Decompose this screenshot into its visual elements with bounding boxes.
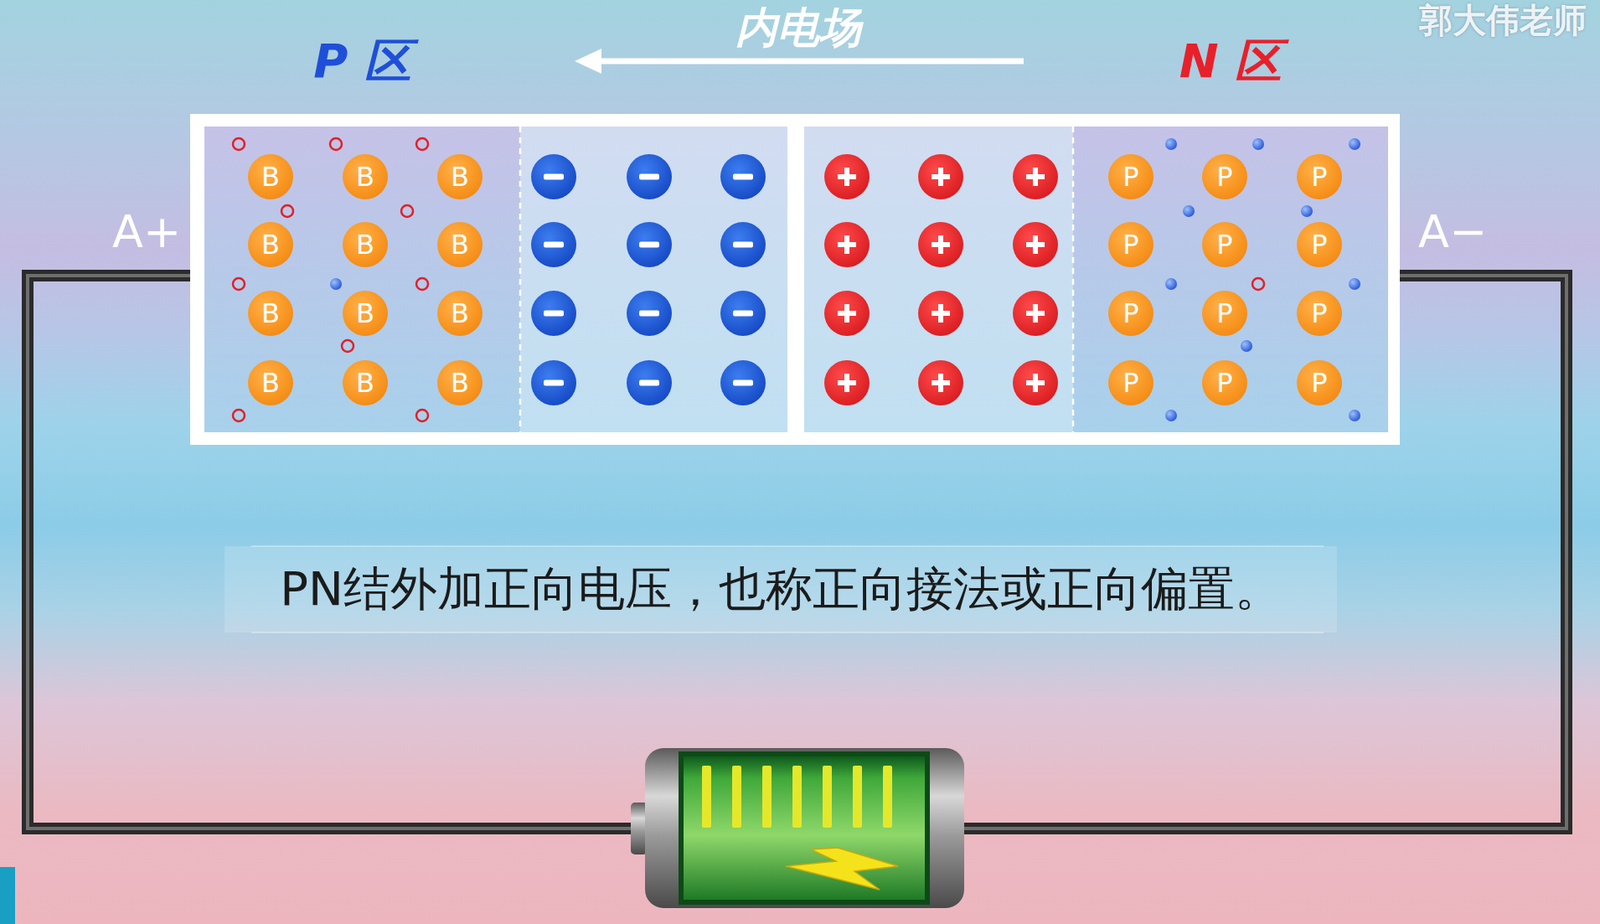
dopant-atom: P [1202, 290, 1248, 336]
dopant-atom: P [1202, 221, 1248, 268]
dopant-atom: P [1296, 221, 1342, 268]
dopant-atom: B [342, 154, 388, 200]
atom-symbol: B [261, 369, 280, 397]
junction-frame [190, 113, 1400, 445]
dopant-atom: P [1296, 360, 1342, 406]
positive-ion [824, 154, 1059, 406]
region-heading: N 区 [1073, 34, 1389, 88]
atom-symbol: P [1216, 231, 1233, 259]
semiconductor-region: N 区PPPPPPPPPPPP [1073, 126, 1389, 433]
atom-symbol: P [1216, 369, 1233, 397]
dopant-atom: P [1202, 360, 1248, 406]
dopant-atom: P [1108, 290, 1154, 336]
dopant-atom: B [342, 290, 388, 336]
atom-symbol: B [450, 231, 470, 259]
dopant-atom: P [1202, 154, 1248, 200]
dopant-atom: B [342, 221, 388, 268]
atom-symbol: P [1310, 369, 1327, 397]
electron [330, 138, 1361, 422]
atom-symbol: B [356, 163, 375, 191]
dopant-atom: B [247, 360, 294, 406]
watermark: 郭大伟老师 [1419, 3, 1587, 37]
dopant-atom: B [437, 290, 483, 336]
dopant-atom: P [1296, 290, 1342, 336]
terminal-label: A+ [112, 209, 181, 255]
dopant-atom: P [1108, 360, 1154, 406]
atom-symbol: P [1310, 163, 1327, 191]
atom-symbol: P [1216, 163, 1233, 191]
semiconductor-region: P 区BBBBBBBBBBBB [204, 126, 521, 433]
atom-symbol: B [261, 231, 280, 259]
dopant-atom: P [1296, 154, 1342, 200]
atom-symbol: P [1310, 231, 1327, 259]
dopant-atom: B [247, 290, 294, 336]
atom-symbol: P [1122, 231, 1139, 259]
atom-symbol: B [356, 299, 375, 327]
negative-ion [531, 154, 766, 406]
atom-symbol: P [1122, 299, 1139, 327]
dopant-atom: P [1108, 154, 1154, 200]
field-arrow [574, 48, 1024, 74]
atom-symbol: B [450, 163, 470, 191]
atom-symbol: B [450, 369, 470, 397]
caption: PN结外加正向电压，也称正向接法或正向偏置。 [224, 560, 1337, 617]
atom-symbol: B [356, 369, 375, 397]
region-heading: P 区 [204, 34, 521, 88]
battery [630, 748, 965, 909]
atom-symbol: B [261, 163, 280, 191]
atom-symbol: P [1122, 163, 1139, 191]
atom-symbol: B [261, 299, 280, 327]
dopant-atom: P [1108, 221, 1154, 268]
atom-symbol: P [1310, 299, 1327, 327]
atom-symbol: P [1122, 369, 1139, 397]
dopant-atom: B [437, 221, 483, 268]
field-label: 内电场 [735, 6, 862, 49]
dopant-atom: B [342, 360, 388, 406]
caption-band [224, 546, 1337, 633]
dopant-atom: B [247, 154, 294, 200]
atom-symbol: B [450, 299, 470, 327]
corner-mark [0, 867, 16, 924]
dopant-atom: B [437, 360, 483, 406]
hole [232, 138, 1265, 422]
atom-symbol: B [356, 231, 375, 259]
dopant-atom: B [247, 221, 294, 268]
dopant-atom: B [437, 154, 483, 200]
terminal-label: A− [1418, 209, 1487, 255]
atom-symbol: P [1216, 299, 1233, 327]
